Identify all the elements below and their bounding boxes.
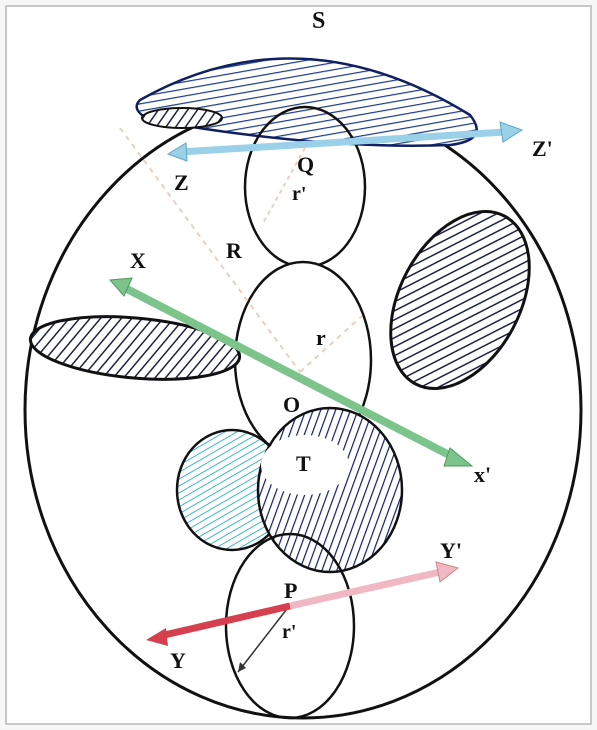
label-r-prime-top: r' <box>292 183 306 205</box>
label-P: P <box>284 578 297 603</box>
y-axis-arrowhead-right <box>435 561 460 583</box>
x-axis-line <box>123 284 457 462</box>
label-O: O <box>283 392 300 417</box>
z-axis-line <box>179 128 506 156</box>
z-axis-arrowhead-right <box>499 121 524 143</box>
y-axis-line-dark <box>159 602 291 640</box>
label-Z: Z <box>174 170 189 195</box>
label-T: T <box>296 451 311 476</box>
label-R: R <box>226 238 243 263</box>
label-r: r <box>316 325 326 350</box>
label-Y-prime: Y' <box>440 538 462 563</box>
label-X: X <box>130 248 146 273</box>
right-hatched-ellipse <box>389 210 531 390</box>
x-axis-arrowhead-right <box>443 447 474 467</box>
bottom-ellipse <box>224 532 356 720</box>
lower-lobe-hole <box>261 435 349 495</box>
radius-r-prime-bottom-arrowhead <box>238 662 246 672</box>
label-S: S <box>312 8 325 34</box>
label-Z-prime: Z' <box>532 136 553 161</box>
label-Q: Q <box>297 152 314 177</box>
radius-r-prime-top-line <box>261 147 306 226</box>
radius-r-line <box>299 315 363 373</box>
label-r-prime-bottom: r' <box>282 621 296 643</box>
lower-navy-lobe <box>256 406 404 574</box>
label-Y: Y <box>170 648 186 673</box>
y-axis-line-light <box>289 568 441 610</box>
top-cap-inner-slice <box>141 107 223 129</box>
label-X-prime: x' <box>474 462 491 487</box>
radius-R-line <box>119 127 301 373</box>
z-axis-arrowhead-left <box>166 142 188 162</box>
radius-r-prime-bottom-line <box>237 604 291 673</box>
y-axis-arrowhead-left <box>146 628 168 646</box>
left-hatched-ellipse <box>28 315 242 381</box>
x-axis-arrowhead-left <box>108 277 133 297</box>
